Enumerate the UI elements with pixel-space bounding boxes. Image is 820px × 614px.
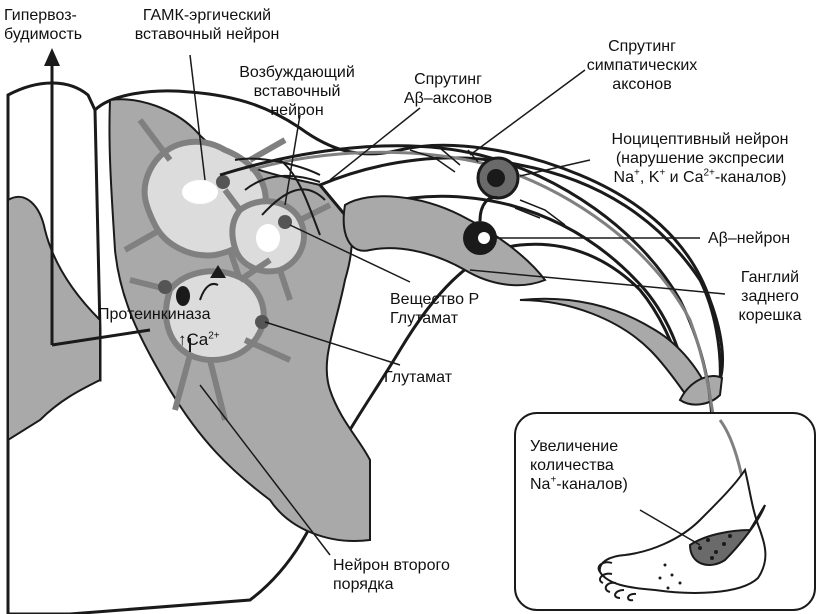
increase-line2: количества <box>530 457 614 474</box>
second-order-line1: Нейрон второго <box>333 557 450 574</box>
arrowhead-up <box>44 48 60 66</box>
second-order-line2: порядка <box>333 576 394 593</box>
ganglion-line2: заднего <box>741 288 799 305</box>
excitatory-nucleus <box>256 224 280 252</box>
label-nociceptive-neuron: Ноцицептивный нейрон (нарушение экспреси… <box>585 130 815 187</box>
ganglion-line3: корешка <box>739 307 802 324</box>
sprout-ab-line1: Спрутинг <box>414 71 482 88</box>
excit-line2: вставочный <box>254 83 341 100</box>
ab-neuron-nucleus <box>478 232 490 244</box>
label-calcium: ↑Ca2+ <box>178 330 220 349</box>
sprout-sym-line2: симпатических <box>587 57 698 74</box>
ganglion-line1: Ганглий <box>741 269 799 286</box>
label-dorsal-root-ganglion: Ганглий заднего корешка <box>724 268 816 325</box>
label-substance-p: Вещество P Глутамат <box>390 290 479 328</box>
noci-line2: (нарушение экспресии <box>616 150 784 167</box>
ca-text: ↑Ca <box>178 330 208 349</box>
hyperexc-line1: Гипервоз- <box>4 7 77 24</box>
excit-line3: нейрон <box>270 102 323 119</box>
increase-na: Na <box>530 476 550 493</box>
increase-line1: Увеличение <box>530 438 618 455</box>
noci-line1: Ноцицептивный нейрон <box>612 131 789 148</box>
noci-na: Na <box>614 169 634 186</box>
label-excitatory-interneuron: Возбуждающий вставочный нейрон <box>222 63 372 120</box>
terminal-dot-2 <box>278 215 292 229</box>
label-gaba-interneuron: ГАМК-эргический вставочный нейрон <box>112 6 302 44</box>
terminal-dot-1 <box>216 175 230 189</box>
nociceptive-nucleus <box>487 169 505 187</box>
gaba-line2: вставочный нейрон <box>135 26 280 43</box>
kinase-organelle <box>176 286 190 306</box>
subst-p-line2: Глутамат <box>390 310 458 327</box>
terminal-dot-3 <box>158 280 172 294</box>
noci-end: -каналов) <box>715 169 787 186</box>
label-glutamate: Глутамат <box>384 368 452 387</box>
ca-sup: 2+ <box>208 330 219 341</box>
gaba-nucleus <box>182 180 218 204</box>
label-sprouting-ab: Спрутинг Aβ–аксонов <box>388 70 508 108</box>
increase-end: -каналов) <box>556 476 628 493</box>
label-protein-kinase: Протеинкиназа <box>98 305 211 324</box>
hyperexc-line2: будимость <box>4 26 82 43</box>
label-increase-na-channels: Увеличение количества Na+-каналов) <box>530 437 628 494</box>
label-ab-neuron: Aβ–нейрон <box>708 229 790 248</box>
label-hyperexcitability: Гипервоз- будимость <box>4 6 82 44</box>
sprout-sym-line1: Спрутинг <box>608 38 676 55</box>
gaba-line1: ГАМК-эргический <box>143 7 271 24</box>
subst-p-line1: Вещество P <box>390 291 479 308</box>
noci-k: , K <box>640 169 660 186</box>
sprout-sym-line3: аксонов <box>612 76 671 93</box>
label-second-order-neuron: Нейрон второго порядка <box>333 556 450 594</box>
excit-line1: Возбуждающий <box>239 64 355 81</box>
label-sprouting-sympathetic: Спрутинг симпатических аксонов <box>572 37 712 94</box>
noci-ca: и Ca <box>665 169 703 186</box>
sprout-ab-line2: Aβ–аксонов <box>404 90 492 107</box>
noci-ca-sup: 2+ <box>704 168 715 179</box>
